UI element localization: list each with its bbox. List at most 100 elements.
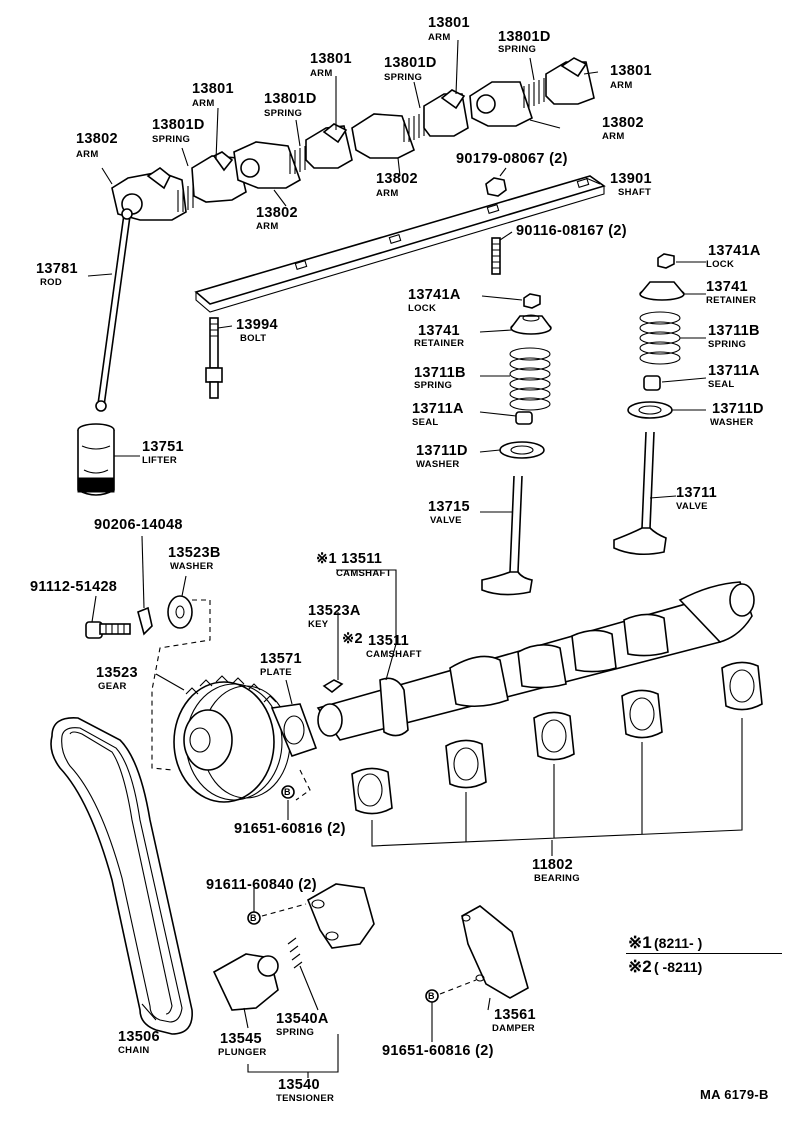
lock-washer-90206 (137, 606, 153, 636)
leader-lines (87, 39, 707, 1078)
note-1-text: (8211- ) (654, 935, 703, 951)
label-plunger-13545: 13545 (220, 1031, 262, 1047)
label-arm-13801-a-name: ARM (192, 98, 215, 109)
label-camshaft-13511-1: ※1 13511 (316, 551, 383, 567)
label-arm-13802-d-name: ARM (256, 221, 279, 232)
label-shaft-13901: 13901 (610, 171, 652, 187)
bolt-91112 (85, 621, 131, 639)
label-damper-13561: 13561 (494, 1007, 536, 1023)
label-spring-13801d-a: 13801D (152, 117, 205, 133)
label-arm-13802-b: 13802 (602, 115, 644, 131)
camshaft-bearings (351, 661, 763, 847)
label-retainer-13741-right-name: RETAINER (706, 295, 757, 306)
label-washer-13523b: 13523B (168, 545, 221, 561)
label-spring-13801d-a-name: SPRING (152, 134, 191, 145)
label-key-13523a-name: KEY (308, 619, 329, 630)
label-spring-13801d-c: 13801D (384, 55, 437, 71)
label-washer-13523b-name: WASHER (170, 561, 214, 572)
note-2-mark: ※2 (628, 957, 652, 976)
label-plunger-13545-name: PLUNGER (218, 1047, 267, 1058)
label-camshaft-13511-2-name: CAMSHAFT (366, 649, 422, 660)
label-seal-13711a-left-name: SEAL (412, 417, 439, 428)
label-arm-13802-d: 13802 (256, 205, 298, 221)
notes-divider (626, 953, 782, 954)
label-arm-13801-d-name: ARM (610, 80, 633, 91)
rocker-shaft (194, 175, 606, 313)
thrust-plate (270, 703, 318, 757)
label-camshaft-13511-2: 13511 (368, 633, 410, 649)
label-seal-13711a-right-name: SEAL (708, 379, 735, 390)
label-lock-13741a-right-name: LOCK (706, 259, 735, 270)
label-valve-13715-name: VALVE (430, 515, 462, 526)
timing-chain (50, 717, 193, 1035)
label-spring-13711b-left: 13711B (414, 365, 466, 381)
label-arm-13801-b-name: ARM (310, 68, 333, 79)
label-tensioner-13540: 13540 (278, 1077, 320, 1093)
label-arm-13801-a: 13801 (192, 81, 234, 97)
label-spring-13801d-d-name: SPRING (498, 44, 537, 55)
bolt-b-mark-3: B (428, 991, 435, 1001)
label-shaft-13901-name: SHAFT (618, 187, 652, 198)
bolt-13994 (205, 317, 223, 399)
label-spring-13801d-c-name: SPRING (384, 72, 423, 83)
label-damper-13561-name: DAMPER (492, 1023, 535, 1034)
label-washer-90206: 90206-14048 (94, 517, 183, 533)
note-2-text: ( -8211) (654, 959, 703, 975)
label-washer-13711d-left: 13711D (416, 443, 468, 459)
label-mark-2: ※2 (342, 631, 363, 647)
bolt-b-mark-1: B (284, 787, 291, 797)
label-spring-13540a-name: SPRING (276, 1027, 315, 1038)
label-spring-13540a: 13540A (276, 1011, 329, 1027)
label-plate-13571: 13571 (260, 651, 302, 667)
chain-tensioner (212, 883, 375, 1011)
label-spring-13801d-b-name: SPRING (264, 108, 303, 119)
label-washer-13711d-right-name: WASHER (710, 417, 754, 428)
label-tensioner-13540-name: TENSIONER (276, 1093, 335, 1104)
camshaft (316, 581, 755, 741)
label-key-13523a: 13523A (308, 603, 361, 619)
figure-reference: MA 6179-B (700, 1087, 769, 1102)
label-bolt-91611: 91611-60840 (2) (206, 877, 317, 893)
valve-set-right (613, 253, 685, 556)
label-lock-13741a-left: 13741A (408, 287, 461, 303)
cam-gear (173, 675, 291, 803)
label-lock-13741a-left-name: LOCK (408, 303, 437, 314)
label-seal-13711a-right: 13711A (708, 363, 760, 379)
stud-90116 (491, 231, 513, 275)
label-chain-13506: 13506 (118, 1029, 160, 1045)
note-1-mark: ※1 (628, 933, 652, 952)
label-valve-13715: 13715 (428, 499, 470, 515)
label-retainer-13741-left-name: RETAINER (414, 338, 465, 349)
label-bolt-91651-a: 91651-60816 (2) (234, 821, 346, 837)
label-lifter-13751: 13751 (142, 439, 184, 455)
label-bolt-13994: 13994 (236, 317, 278, 333)
valve-set-left (481, 293, 552, 596)
label-arm-13801-b: 13801 (310, 51, 352, 67)
label-bearing-11802-name: BEARING (534, 873, 580, 884)
label-retainer-13741-left: 13741 (418, 323, 460, 339)
label-retainer-13741-right: 13741 (706, 279, 748, 295)
label-gear-13523: 13523 (96, 665, 138, 681)
label-spring-13711b-left-name: SPRING (414, 380, 453, 391)
label-arm-13802-c-name: ARM (376, 188, 399, 199)
nut-90179 (485, 167, 507, 197)
label-chain-13506-name: CHAIN (118, 1045, 150, 1056)
label-spring-13801d-d: 13801D (498, 29, 551, 45)
label-seal-13711a-left: 13711A (412, 401, 464, 417)
label-valve-13711-name: VALVE (676, 501, 708, 512)
label-gear-13523-name: GEAR (98, 681, 127, 692)
label-spring-13801d-b: 13801D (264, 91, 317, 107)
label-arm-13801-c-name: ARM (428, 32, 451, 43)
label-arm-13801-c: 13801 (428, 15, 470, 31)
label-lifter-13751-name: LIFTER (142, 455, 178, 466)
label-arm-13802-a: 13802 (76, 131, 118, 147)
label-spring-13711b-right-name: SPRING (708, 339, 747, 350)
chain-damper (425, 905, 529, 1003)
washer-13523b (167, 595, 193, 629)
label-arm-13802-c: 13802 (376, 171, 418, 187)
label-bearing-11802: 11802 (532, 857, 574, 873)
label-washer-13711d-right: 13711D (712, 401, 764, 417)
label-rod-13781: 13781 (36, 261, 78, 277)
